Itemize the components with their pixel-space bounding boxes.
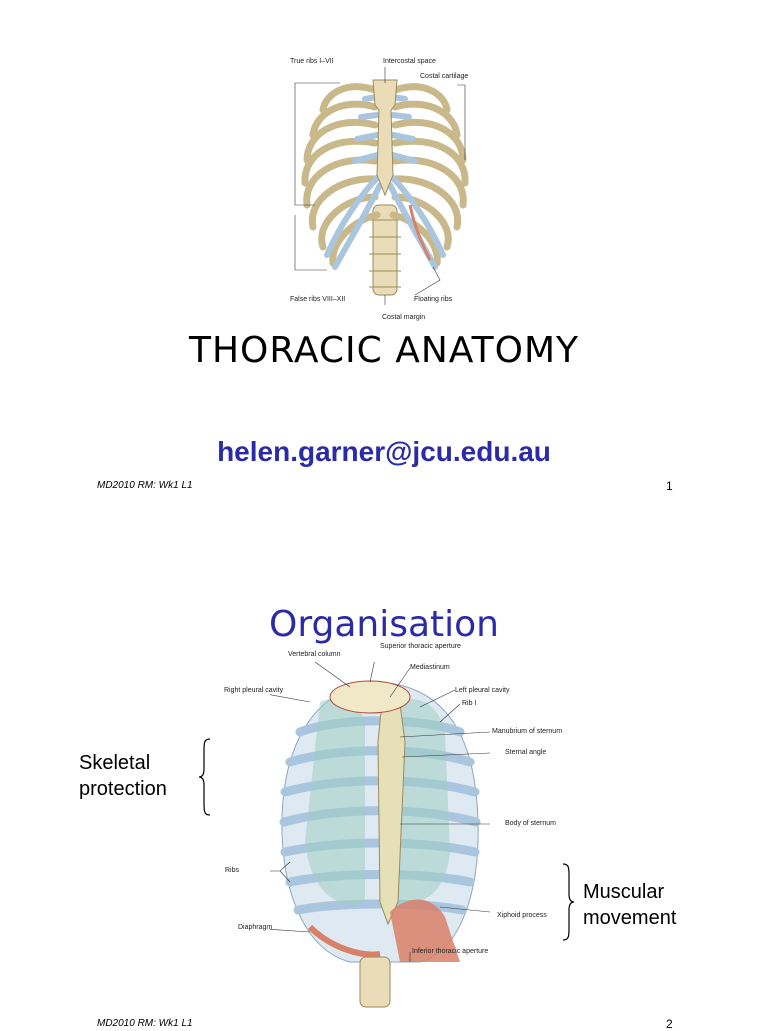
label-rib-i: Rib I [462, 700, 477, 707]
label-manubrium: Manubrium of sternum [492, 728, 563, 735]
left-brace-icon [198, 738, 211, 816]
muscular-movement-line-2: movement [583, 907, 677, 929]
slide-title: THORACIC ANATOMY [188, 330, 580, 371]
label-floating-ribs: Floating ribs [414, 296, 453, 303]
label-vertebral-column: Vertebral column [288, 651, 341, 658]
diaphragm [390, 899, 460, 962]
skeletal-protection-line-1: Skeletal [79, 752, 151, 774]
label-intercostal-space: Intercostal space [383, 58, 436, 65]
label-diaphragm: Diaphragm [238, 924, 273, 931]
ribs-right [389, 83, 469, 267]
pleural-cavity-right [395, 698, 450, 904]
pleural-cavity-left [305, 698, 365, 905]
label-true-ribs: True ribs I–VII [290, 58, 334, 65]
sternum [372, 79, 398, 197]
skeletal-protection-line-2: protection [79, 778, 167, 800]
muscular-movement-line-1: Muscular [583, 881, 665, 903]
page-number: 1 [666, 479, 673, 493]
label-left-pleural-cavity: Left pleural cavity [455, 687, 510, 694]
contact-email[interactable]: helen.garner@jcu.edu.au [217, 436, 551, 467]
page-number: 2 [666, 1017, 673, 1031]
vertebral-column [359, 956, 391, 1008]
slide-title: Organisation [268, 604, 499, 645]
label-right-pleural-cavity: Right pleural cavity [224, 687, 284, 694]
skeletal-protection-text: Skeletal protection [79, 750, 167, 802]
label-mediastinum: Mediastinum [410, 664, 450, 671]
slide-2: Organisation [0, 512, 768, 1031]
muscular-movement-text: Muscular movement [583, 879, 676, 931]
right-brace-icon [562, 863, 575, 941]
label-false-ribs: False ribs VIII–XII [290, 296, 346, 303]
costal-cartilage [324, 94, 446, 270]
ribs-left [301, 83, 381, 267]
label-sternal-angle: Sternal angle [505, 749, 547, 756]
label-xiphoid-process: Xiphoid process [497, 912, 547, 919]
rib-cage-anterior-figure [294, 67, 469, 305]
vertebral-column [369, 204, 401, 296]
label-costal-cartilage: Costal cartilage [420, 73, 469, 80]
thoracic-cage-figure [270, 662, 490, 1008]
label-superior-thoracic-aperture: Superior thoracic aperture [380, 643, 461, 650]
slide-footer: MD2010 RM: Wk1 L1 [97, 480, 193, 491]
label-costal-margin: Costal margin [382, 314, 426, 321]
label-ribs: Ribs [225, 867, 240, 874]
label-body-of-sternum: Body of sternum [505, 820, 556, 827]
label-inferior-thoracic-aperture: Inferior thoracic aperture [412, 948, 489, 955]
slide-1: True ribs I–VII Intercostal space Costal… [0, 0, 768, 512]
